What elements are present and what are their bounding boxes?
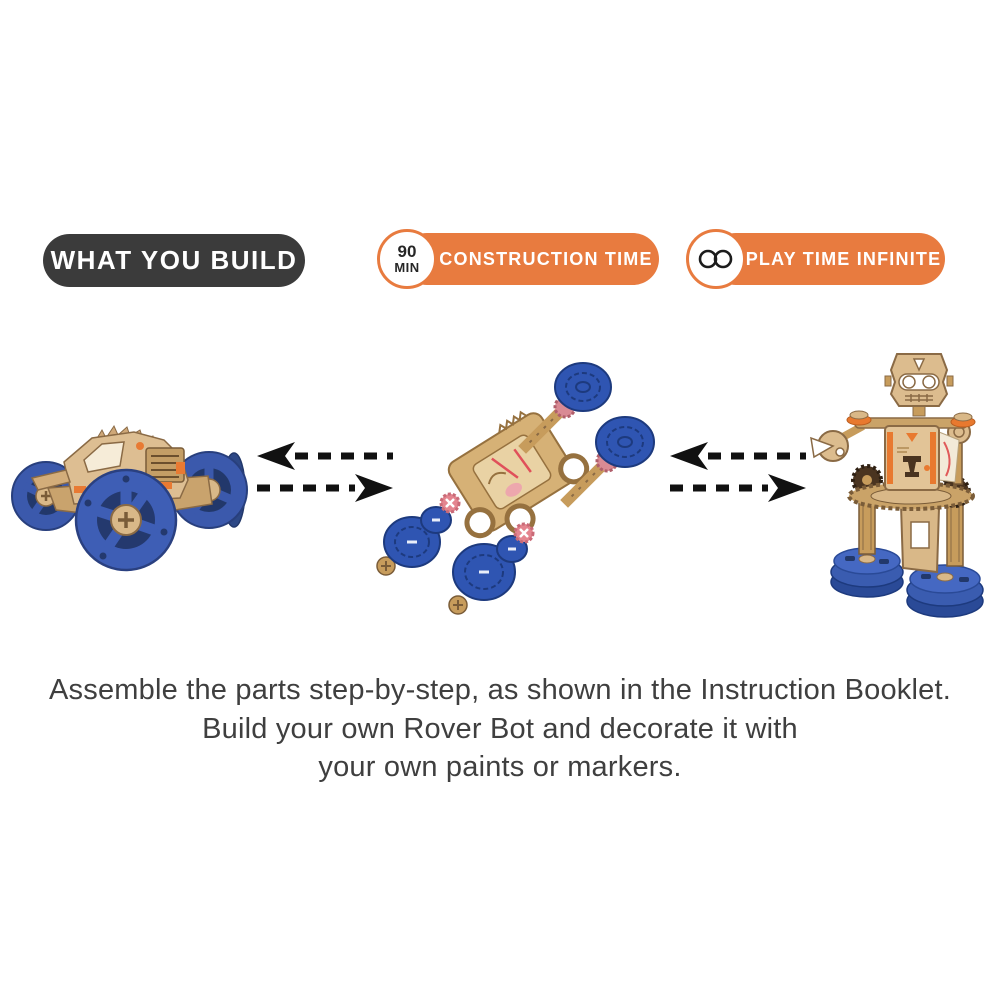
construction-time-badge: 90 MIN CONSTRUCTION TIME: [377, 229, 659, 289]
construction-minutes-value: 90: [397, 242, 417, 262]
axle-wheel-assembly-1: [518, 362, 612, 454]
arrow-right-icon: [257, 474, 393, 502]
caption-line-2: Build your own Rover Bot and decorate it…: [202, 712, 798, 745]
play-time-pill: [710, 233, 945, 285]
arrow-left-icon: [670, 442, 806, 470]
arrow-left-icon: [257, 442, 393, 470]
dashed-arrows-right-group: [670, 442, 806, 502]
robot-shoulders: [846, 410, 976, 429]
robot-left-arm-wrench: [810, 422, 865, 462]
caption-line-1: Assemble the parts step-by-step, as show…: [49, 674, 951, 706]
dashed-arrows-left-group: [257, 442, 393, 502]
infinity-icon: [698, 249, 733, 269]
loose-wheel-set-a: [376, 492, 461, 576]
play-time-label: PLAY TIME INFINITE: [745, 248, 942, 269]
rover-bot-figure: [11, 424, 248, 572]
arrow-right-icon: [670, 474, 806, 502]
play-time-circle: [686, 229, 746, 289]
robot-bot-figure: [810, 353, 984, 618]
caption-text: Assemble the parts step-by-step, as show…: [0, 671, 1000, 787]
chassis-plate: [447, 410, 590, 539]
construction-time-pill: [401, 233, 659, 285]
robot-head: [884, 353, 954, 417]
play-time-badge: PLAY TIME INFINITE: [686, 229, 945, 289]
exploded-parts-figure: [376, 362, 655, 615]
robot-left-foot: [830, 547, 904, 598]
construction-time-label: CONSTRUCTION TIME: [439, 248, 653, 269]
construction-time-circle: 90 MIN: [377, 229, 437, 289]
robot-right-foot: [906, 564, 984, 618]
robot-left-leg: [851, 464, 883, 555]
axle-wheel-assembly-2: [560, 416, 655, 508]
rover-front-wheel: [74, 468, 178, 572]
caption-line-3: your own paints or markers.: [318, 751, 682, 783]
robot-torso: [884, 425, 960, 491]
loose-wheel-set-b: [448, 522, 535, 615]
construction-minutes-unit: MIN: [394, 260, 420, 276]
robot-waist-gear: [847, 481, 975, 511]
what-you-build-badge: WHAT YOU BUILD: [43, 234, 305, 287]
what-you-build-label: WHAT YOU BUILD: [50, 245, 298, 275]
